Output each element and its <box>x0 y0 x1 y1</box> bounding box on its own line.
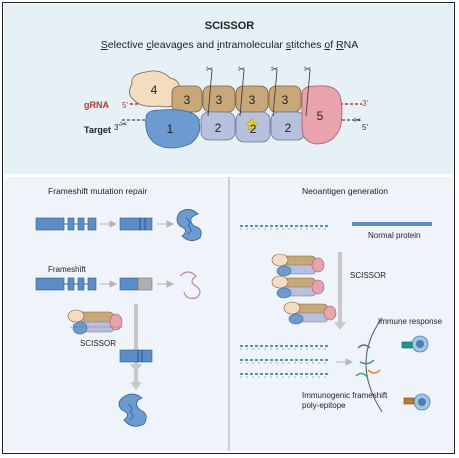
exon-block <box>67 217 75 231</box>
domain-number: 1 <box>167 122 174 136</box>
domain-number: 2 <box>250 122 257 136</box>
normal-protein-label: Normal protein <box>368 231 420 240</box>
figure-title: SCISSOR <box>204 20 255 32</box>
exon-block <box>87 217 97 231</box>
epitope-label-line2: poly-epitope <box>302 401 346 410</box>
exon-block <box>87 277 97 291</box>
subtitle-word: leavages and <box>151 39 217 51</box>
scissor-label-left: SCISSOR <box>80 339 116 348</box>
scissors-cut-marks <box>207 69 311 117</box>
mrna-block <box>119 217 153 231</box>
t-cell-icon <box>401 335 429 353</box>
subtitle-word: f <box>330 39 337 51</box>
domain-number: 5 <box>317 109 324 123</box>
scissors-icon: ✂ <box>120 119 128 129</box>
domain-number: 3 <box>249 93 256 107</box>
grna-5prime-label: 5' <box>122 101 128 110</box>
subtitle-initial: R <box>336 39 344 51</box>
scissors-icon: ✂ <box>271 64 279 74</box>
grna-3prime-label: 3' <box>362 99 368 108</box>
scissors-icons: ✂ ✂ ✂ ✂ ✂ ✂ <box>120 64 362 129</box>
arrow-right-icon <box>336 358 354 366</box>
domain-number: 4 <box>151 83 158 97</box>
arrow-down-icon <box>130 368 142 390</box>
frameshift-segment <box>137 277 153 291</box>
mrna-block <box>119 277 139 291</box>
arrow-right-icon <box>157 220 175 228</box>
exon-block <box>77 217 85 231</box>
normal-protein-bar <box>352 222 432 226</box>
subtitle-word: elective <box>107 39 147 51</box>
right-panel-title: Neoantigen generation <box>302 186 388 196</box>
gene-row-frameshift <box>35 271 201 299</box>
target-3prime-label: 3' <box>114 123 120 132</box>
domain-number: 3 <box>184 93 191 107</box>
exon-block <box>77 277 85 291</box>
exon-block <box>67 277 75 291</box>
arrow-down-icon <box>334 252 346 330</box>
scissor-label-right: SCISSOR <box>350 271 386 280</box>
t-cell-icon <box>403 393 431 411</box>
immune-response-label: Immune response <box>378 317 443 326</box>
cas-complex-schematic: 4 3 3 3 3 1 2 2 2 5 ✂ ✂ ✂ ✂ ✂ ✂ gRNA Tar… <box>84 64 368 149</box>
cut-line <box>239 69 245 117</box>
domain-5-blob <box>301 85 343 145</box>
scissors-icon: ✂ <box>206 64 214 74</box>
exon-block <box>35 217 65 231</box>
epitope-label-line1: Immunogenic frameshift <box>302 391 388 400</box>
arrow-right-icon <box>100 220 118 228</box>
scissor-complex-icon <box>271 275 325 299</box>
repaired-mrna <box>119 349 153 363</box>
subtitle-initial: i <box>216 39 220 51</box>
domain-number: 2 <box>215 121 222 135</box>
subtitle-initial: o <box>324 39 331 51</box>
subtitle-word: ntramolecular <box>219 39 286 51</box>
domain-1-blob <box>145 109 201 149</box>
cut-line <box>207 69 213 117</box>
frameshift-label: Frameshift <box>48 265 87 274</box>
arrow-down-icon <box>130 304 142 372</box>
scissors-icon: ✂ <box>304 64 312 74</box>
normal-mrna-dashed <box>240 225 330 230</box>
scissor-complex-icon-left <box>67 309 124 335</box>
target-label: Target <box>84 125 111 135</box>
gene-row-normal <box>35 209 202 241</box>
folded-protein-icon <box>176 209 202 241</box>
scissor-complex-icon <box>271 253 325 277</box>
subtitle-word: titches <box>291 39 325 51</box>
figure-subtitle: Selective cleavages and intramolecular s… <box>0 39 459 51</box>
domain-number: 3 <box>282 93 289 107</box>
target-5prime-label: 5' <box>362 123 368 132</box>
subtitle-initial: S <box>100 39 108 51</box>
arrow-right-icon <box>100 280 118 288</box>
restored-protein-icon <box>118 393 147 427</box>
exon-block <box>35 277 65 291</box>
subtitle-word: NA <box>343 39 359 51</box>
mrna-block <box>119 349 153 363</box>
cut-line <box>305 69 311 117</box>
arrow-right-icon <box>157 280 175 288</box>
scissor-complex-icon <box>283 301 337 325</box>
domain-number: 2 <box>285 121 292 135</box>
edited-mrna-rows <box>240 345 330 378</box>
left-panel-title: Frameshift mutation repair <box>48 186 147 196</box>
domain-number: 3 <box>216 93 223 107</box>
domain-2-block <box>200 111 236 141</box>
star-icon <box>245 117 259 131</box>
grna-label: gRNA <box>84 100 109 110</box>
scissors-icon: ✂ <box>238 64 246 74</box>
scissors-icon: ✂ <box>354 115 362 125</box>
epitope-fragments <box>355 344 381 379</box>
subtitle-initial: s <box>285 39 292 51</box>
misfolded-protein-icon <box>179 271 201 299</box>
cut-line <box>272 69 278 117</box>
subtitle-initial: c <box>146 39 152 51</box>
